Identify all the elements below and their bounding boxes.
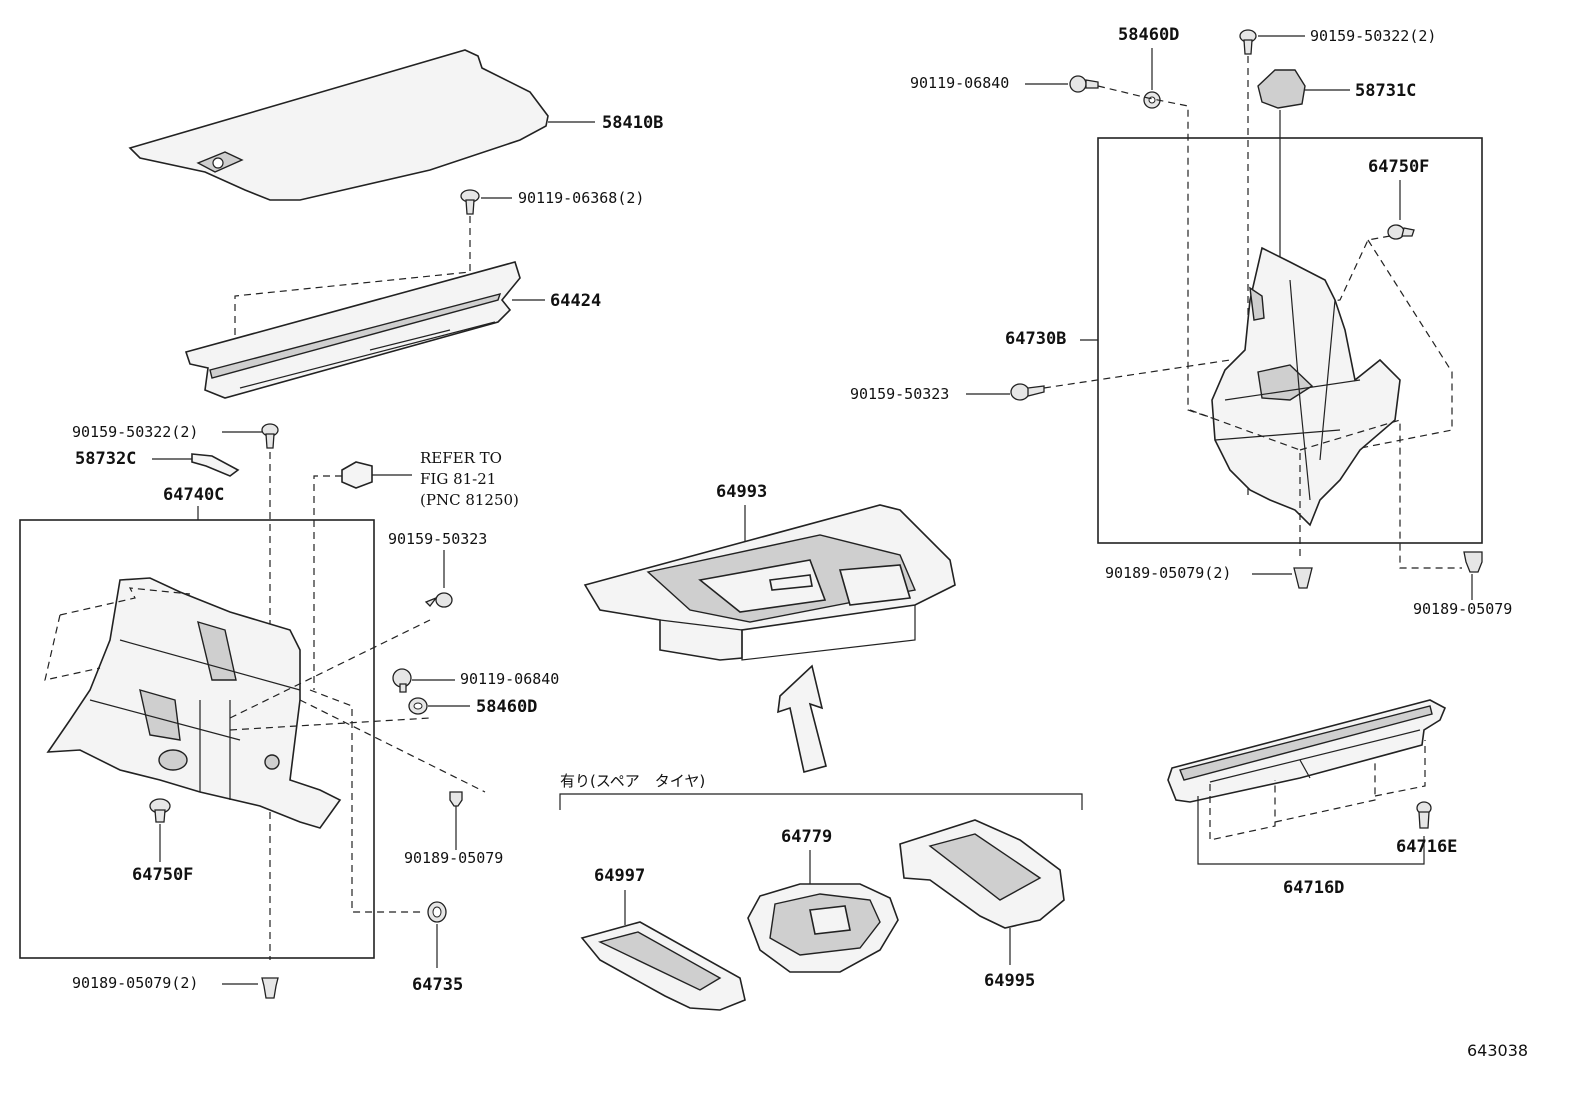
clip-64750F-right xyxy=(1387,224,1415,240)
label-90189-05079-2-right: 90189-05079(2) xyxy=(1105,564,1231,582)
part-64779-spare-tire-spacer xyxy=(747,883,899,973)
part-64424-rear-panel-trim xyxy=(184,261,545,399)
spare-note: 有り(スペア タイヤ) xyxy=(560,772,705,790)
label-64750F-right: 64750F xyxy=(1368,157,1429,177)
label-90119-06840-left: 90119-06840 xyxy=(460,670,559,688)
nut-58460D-right xyxy=(1143,91,1161,109)
label-90189-05079-2-left: 90189-05079(2) xyxy=(72,974,198,992)
label-64716E: 64716E xyxy=(1396,837,1457,857)
label-90119-06368: 90119-06368(2) xyxy=(518,189,644,207)
label-58460D-right: 58460D xyxy=(1118,25,1179,45)
part-58732C xyxy=(191,453,240,477)
label-90159-50322-left: 90159-50322(2) xyxy=(72,423,198,441)
label-64750F-left: 64750F xyxy=(132,865,193,885)
part-64730B-side-trim xyxy=(1211,246,1401,527)
screw-90159-50323-right xyxy=(1010,383,1045,401)
clip-90189-05079-right-b xyxy=(1463,551,1483,573)
label-58460D-left: 58460D xyxy=(476,697,537,717)
label-58732C: 58732C xyxy=(75,449,136,469)
label-64779: 64779 xyxy=(781,827,832,847)
dash-right-side xyxy=(1299,239,1453,461)
clip-90189-05079-left-bottom xyxy=(261,977,279,999)
label-64993: 64993 xyxy=(716,482,767,502)
part-64993-luggage-tray xyxy=(583,504,956,661)
refer-line1: REFER TO xyxy=(420,449,502,467)
part-64740C-side-trim xyxy=(44,577,486,913)
screw-90159-50323-left xyxy=(424,592,453,608)
label-90159-50323-right: 90159-50323 xyxy=(850,385,949,403)
figure-id: 643038 xyxy=(1467,1041,1528,1060)
dash-right-screw xyxy=(1043,359,1231,389)
label-90159-50322-right: 90159-50322(2) xyxy=(1310,27,1436,45)
arrow-up-icon xyxy=(777,664,827,773)
part-58410B-package-tray xyxy=(128,49,595,201)
label-64716D: 64716D xyxy=(1283,878,1344,898)
clip-64716E xyxy=(1416,801,1432,829)
clip-90119-06368 xyxy=(460,189,512,272)
clip-64750F-left xyxy=(149,798,171,862)
connector-refer xyxy=(313,461,412,690)
dash-right-mid xyxy=(1189,409,1301,560)
clip-90189-05079-mid xyxy=(449,791,463,850)
bolt-90119-06840-right xyxy=(1069,75,1099,93)
label-64735: 64735 xyxy=(412,975,463,995)
bolt-90119-06840-left xyxy=(392,668,455,693)
part-64997 xyxy=(580,921,746,1011)
screw-90159-50322-right xyxy=(1239,29,1305,55)
nut-58460D-left xyxy=(408,697,470,715)
label-58731C: 58731C xyxy=(1355,81,1416,101)
label-58410B: 58410B xyxy=(602,113,663,133)
label-90189-05079-mid: 90189-05079 xyxy=(404,849,503,867)
label-64424: 64424 xyxy=(550,291,601,311)
label-90189-05079-right: 90189-05079 xyxy=(1413,600,1512,618)
label-64730B: 64730B xyxy=(1005,329,1066,349)
screw-90159-50322-left xyxy=(261,423,279,449)
label-64740C: 64740C xyxy=(163,485,224,505)
refer-line3: (PNC 81250) xyxy=(420,491,519,509)
box-64740C xyxy=(19,519,375,959)
part-64995 xyxy=(899,819,1065,965)
label-90119-06840-right: 90119-06840 xyxy=(910,74,1009,92)
clip-90189-05079-right-a xyxy=(1293,567,1313,589)
bracket-spare-tire xyxy=(559,793,1083,810)
label-64997: 64997 xyxy=(594,866,645,886)
grommet-64735 xyxy=(427,901,447,968)
label-64995: 64995 xyxy=(984,971,1035,991)
label-90159-50323-left: 90159-50323 xyxy=(388,530,487,548)
dash-right-bottom xyxy=(1299,419,1462,569)
part-64716D-sill-plate xyxy=(1167,699,1447,865)
refer-line2: FIG 81-21 xyxy=(420,470,496,488)
